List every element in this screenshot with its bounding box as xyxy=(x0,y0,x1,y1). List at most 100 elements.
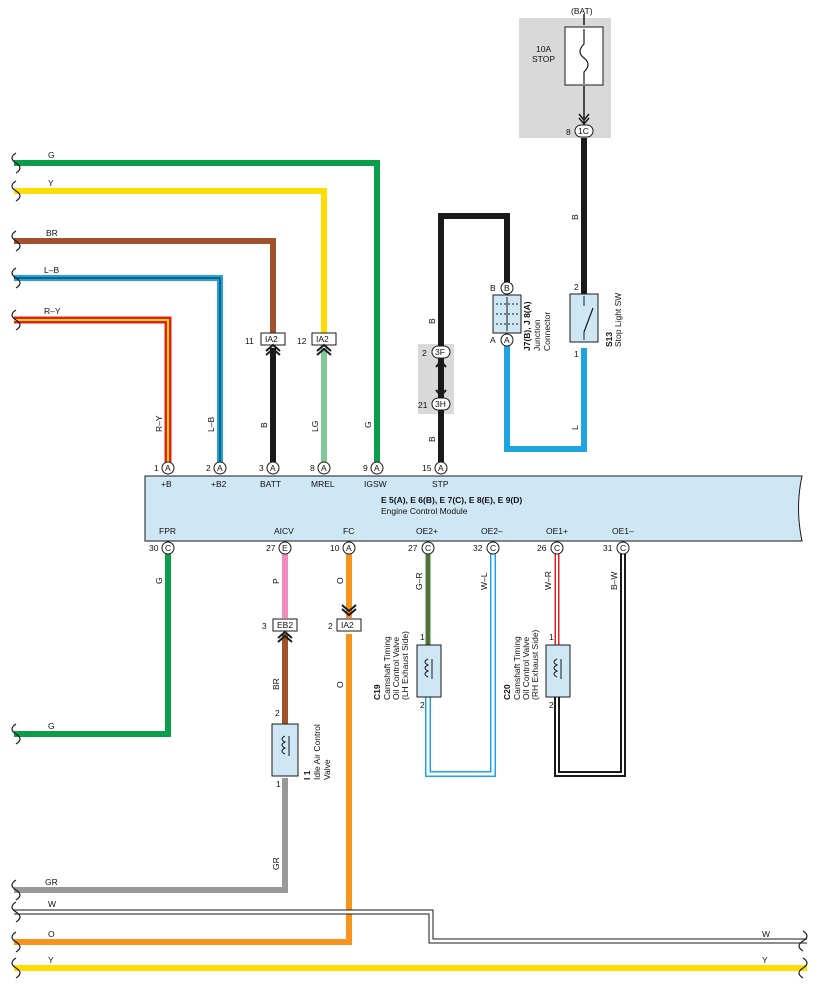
break-mark xyxy=(11,180,21,202)
ecm-box xyxy=(144,475,803,542)
fuse-rating: 10A xyxy=(536,44,551,54)
pin-circle xyxy=(550,541,564,555)
right-wire-labels: W Y xyxy=(762,929,770,965)
conn-chevron xyxy=(316,343,332,352)
pin-num: 27 xyxy=(408,543,418,553)
pin-letter: C xyxy=(425,543,431,553)
right-break-marks xyxy=(798,930,808,979)
pin-letter: C xyxy=(554,543,560,553)
pin-a-circle xyxy=(500,333,514,347)
conn-chevron xyxy=(341,604,357,613)
valve-name1: Idle Air Control xyxy=(312,724,322,780)
camshaft-valve-rh: 1 2 C20 Camshaft Timing Oil Control Valv… xyxy=(502,629,571,710)
pin-top: 2 xyxy=(574,282,579,292)
valve-l2: Oil Control Valve xyxy=(391,637,401,700)
pin-num: 15 xyxy=(422,463,432,473)
wire-label: BR xyxy=(46,228,58,238)
pin-name: IGSW xyxy=(364,479,387,489)
pin-circle xyxy=(421,541,435,555)
bottom-pin-oe1p: OE1+ 26 C xyxy=(537,526,568,555)
pin-letter: E xyxy=(282,543,288,553)
bat-label: (BAT) xyxy=(571,6,593,16)
pin-num: 3 xyxy=(259,463,264,473)
pin-letter: C xyxy=(490,543,496,553)
conn-num: 3 xyxy=(262,621,267,631)
break-mark xyxy=(11,230,21,252)
wire-code: B xyxy=(570,214,580,220)
wire-code: GR xyxy=(271,857,281,870)
wire-ry-stripe xyxy=(14,319,169,466)
wire-label: R–Y xyxy=(44,306,61,316)
conn-chevron xyxy=(316,347,332,356)
pin-circle xyxy=(161,541,175,555)
valve-id: C19 xyxy=(372,684,382,700)
break-mark xyxy=(11,267,21,289)
conn-label: 3H xyxy=(435,399,446,409)
wire-label: W xyxy=(762,929,770,939)
wire-code: L–B xyxy=(206,417,216,432)
pin-num: 31 xyxy=(603,543,613,553)
conn-chevron xyxy=(435,359,447,368)
pin-circle xyxy=(278,541,292,555)
conn-label: 1C xyxy=(578,126,589,136)
pin-bot: 1 xyxy=(276,779,281,789)
bottom-pin-fpr: FPR 30 C xyxy=(149,526,176,555)
junction-connector: B B A A J7(B), J 8(A) Junction Connector xyxy=(490,281,552,351)
top-pin-9: 9 A IGSW xyxy=(363,461,387,489)
wire-w-outer xyxy=(14,909,807,944)
pin-name: +B2 xyxy=(211,479,227,489)
wire-c20-loop-stripe xyxy=(556,554,624,775)
pin-name: OE1– xyxy=(612,526,634,536)
conn-pill xyxy=(431,345,451,359)
pin-b-outer: B xyxy=(490,283,496,293)
pin-bot: 1 xyxy=(574,349,579,359)
conn-chevron xyxy=(277,630,293,639)
pin-bot: 2 xyxy=(420,700,425,710)
bottom-pin-aicv: AICV 27 E xyxy=(266,526,294,555)
pin-num: 8 xyxy=(310,463,315,473)
conn-chevron xyxy=(578,117,590,126)
left-break-marks xyxy=(11,152,21,979)
coil-icon xyxy=(424,658,430,678)
wire-label: Y xyxy=(48,955,54,965)
conn-num: 2 xyxy=(422,348,427,358)
pin-a-outer: A xyxy=(490,335,496,345)
valve-id: I 1 xyxy=(302,770,312,780)
wire-code: L xyxy=(570,425,580,430)
wire-label: G xyxy=(48,150,55,160)
top-pin-1: 1 A +B xyxy=(154,461,175,489)
pin-letter: A xyxy=(165,463,171,473)
wire-label: Y xyxy=(762,955,768,965)
ecm-title: E 5(A), E 6(B), E 7(C), E 8(E), E 9(D) xyxy=(381,495,522,505)
valve-l3: (LH Exhaust Side) xyxy=(400,631,410,700)
pin-letter: A xyxy=(346,543,352,553)
pin-letter: A xyxy=(270,463,276,473)
pin-top: 2 xyxy=(275,708,280,718)
top-pin-2: 2 A +B2 xyxy=(206,461,227,489)
bottom-pin-oe1m: OE1– 31 C xyxy=(603,526,634,555)
break-mark xyxy=(11,152,21,174)
pin-letter: A xyxy=(217,463,223,473)
bottom-pin-fc: FC 10 A xyxy=(330,526,356,555)
pin-num: 9 xyxy=(363,463,368,473)
pin-top: 1 xyxy=(420,632,425,642)
coil-icon xyxy=(281,735,287,755)
pin-circle xyxy=(486,541,500,555)
conn-label: IA2 xyxy=(341,620,354,630)
wire-g-fpr xyxy=(14,554,171,737)
wire-y-mrel xyxy=(14,188,327,333)
pin-num: 30 xyxy=(149,543,159,553)
break-mark xyxy=(11,931,21,953)
coil-icon xyxy=(553,658,559,678)
pin-name: AICV xyxy=(274,526,294,536)
connector-3f: 2 3F xyxy=(422,345,451,368)
top-pin-3: 3 A BATT xyxy=(259,461,281,489)
wire-label: O xyxy=(48,929,55,939)
valve-id: C20 xyxy=(502,684,512,700)
valve-l3: (RH Exhaust Side) xyxy=(530,629,540,700)
connector-ia2-batt: 11 IA2 xyxy=(245,332,286,356)
pin-name: MREL xyxy=(311,479,335,489)
fuse-stop: (BAT) 10A STOP xyxy=(532,6,604,86)
wire-label: GR xyxy=(45,877,58,887)
conn-label: IA2 xyxy=(265,334,278,344)
